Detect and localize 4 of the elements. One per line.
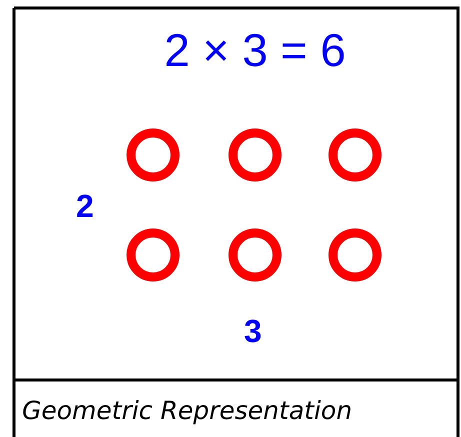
dimension-label: 3 (244, 313, 262, 349)
dimension-label: 2 (76, 188, 94, 224)
caption: Geometric Representation (22, 396, 352, 426)
equation-title: 2 × 3 = 6 (163, 24, 347, 76)
